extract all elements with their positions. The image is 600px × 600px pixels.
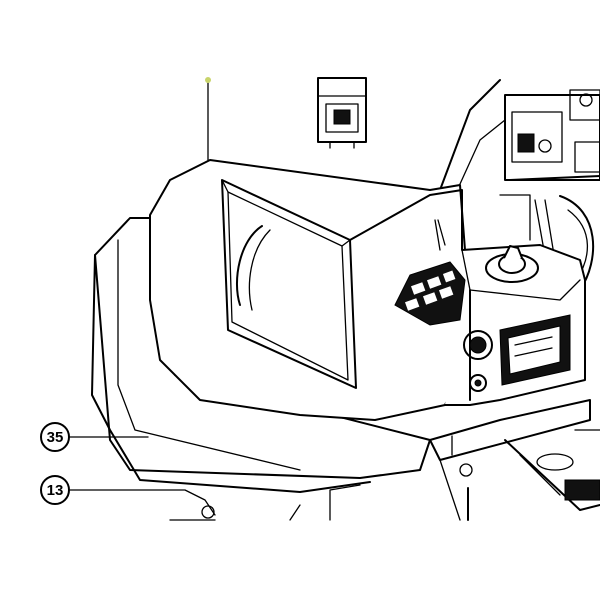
- callout-13: 13: [40, 475, 216, 519]
- callout-35: 35: [40, 422, 149, 452]
- top-leader-line: [205, 77, 211, 161]
- callout-13-label: 13: [47, 482, 64, 499]
- rotary-knob: [485, 245, 539, 283]
- callout-35-label: 35: [47, 429, 64, 446]
- fastener-icon: [201, 505, 215, 519]
- lower-mechanism: [329, 429, 600, 521]
- round-connector: [463, 330, 493, 392]
- top-bracket-part: [317, 77, 367, 149]
- bottom-edge-lines: [169, 504, 301, 521]
- main-console-housing: [91, 159, 591, 493]
- button-cluster: [394, 261, 466, 326]
- display-plate: [499, 314, 571, 386]
